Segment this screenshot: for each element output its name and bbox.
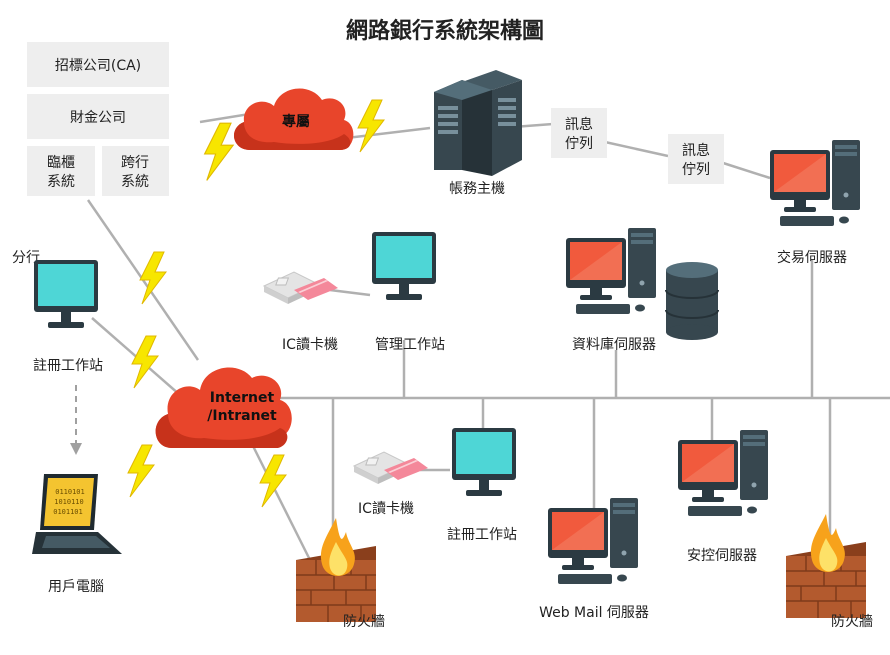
- finance-box: 財金公司: [27, 94, 169, 139]
- security-server-label: 安控伺服器: [687, 548, 757, 564]
- firewall-left-label: 防火牆: [343, 614, 385, 630]
- firewall-right-label: 防火牆: [831, 614, 873, 630]
- ic-reader-bottom-label: IC讀卡機: [358, 501, 414, 517]
- ic-reader-top-label: IC讀卡機: [282, 337, 338, 353]
- queue2-line1: 訊息: [682, 142, 710, 159]
- svg-text:0101101: 0101101: [53, 508, 83, 516]
- firewall-icon: [785, 513, 867, 619]
- database-cylinder-icon: [665, 262, 719, 340]
- lightning-icon: [127, 444, 155, 498]
- lightning-icon: [357, 99, 385, 153]
- counter-system-line2: 系統: [47, 174, 75, 190]
- leased-line-label: 專屬: [282, 113, 310, 130]
- database-server-icon: [566, 228, 656, 314]
- counter-system-line1: 臨櫃: [47, 155, 75, 171]
- diagram-title: 網路銀行系統架構圖: [346, 18, 544, 44]
- ca-label: 招標公司(CA): [55, 58, 141, 74]
- queue1-line2: 佇列: [565, 136, 593, 152]
- internet-label-line2: /Intranet: [207, 408, 277, 424]
- laptop-icon: 0110101 1010110 0101101: [32, 474, 122, 554]
- transaction-server-label: 交易伺服器: [777, 249, 847, 266]
- svg-text:1010110: 1010110: [54, 498, 84, 506]
- branch-label: 分行: [12, 250, 40, 266]
- registration-workstation-icon: [34, 260, 98, 328]
- lightning-icon: [131, 335, 159, 389]
- queue1-line1: 訊息: [565, 116, 593, 133]
- registration-workstation-bottom-label: 註冊工作站: [447, 527, 517, 543]
- interbank-system-box: 跨行 系統: [102, 146, 169, 196]
- card-reader-icon: [353, 451, 429, 485]
- database-server-label: 資料庫伺服器: [572, 336, 656, 353]
- counter-system-box: 臨櫃 系統: [27, 146, 95, 196]
- message-queue-box: 訊息 佇列: [668, 134, 724, 184]
- management-workstation-icon: [372, 232, 436, 300]
- management-workstation-label: 管理工作站: [375, 337, 445, 353]
- accounting-host-label: 帳務主機: [449, 181, 505, 197]
- lightning-icon: [259, 454, 287, 508]
- interbank-system-line2: 系統: [121, 174, 149, 190]
- leased-line-cloud: 專屬: [233, 88, 354, 150]
- interbank-system-line1: 跨行: [121, 155, 149, 171]
- transaction-server-icon: [770, 140, 860, 226]
- webmail-server-icon: [548, 498, 638, 584]
- user-pc-label: 用戶電腦: [48, 579, 104, 595]
- ca-box: 招標公司(CA): [27, 42, 169, 87]
- finance-label: 財金公司: [70, 110, 126, 126]
- internet-cloud: Internet /Intranet: [155, 367, 292, 448]
- firewall-icon: [295, 517, 377, 623]
- arrow-down-icon: [70, 443, 82, 455]
- message-queue-box: 訊息 佇列: [551, 108, 607, 158]
- security-server-icon: [678, 430, 768, 516]
- queue2-line2: 佇列: [682, 162, 710, 178]
- card-reader-icon: [263, 271, 339, 305]
- registration-workstation-top-label: 註冊工作站: [33, 358, 103, 374]
- svg-text:0110101: 0110101: [55, 488, 85, 496]
- webmail-server-label: Web Mail 伺服器: [539, 605, 649, 621]
- accounting-host-server-icon: [434, 70, 522, 176]
- lightning-icon: [204, 122, 234, 181]
- registration-workstation-icon: [452, 428, 516, 496]
- internet-label-line1: Internet: [210, 390, 275, 406]
